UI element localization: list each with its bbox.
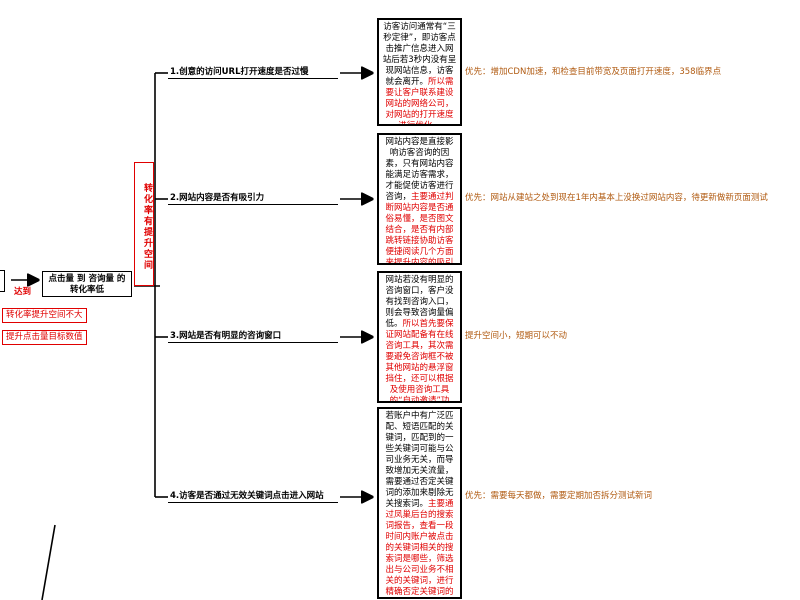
red-tag-2: 提升点击量目标数值 [2,330,87,345]
detail-black-2: 网站内容是直接影响访客咨询的因素，只有网站内容能满足访客需求，才能促使访客进行咨… [385,137,454,202]
branch-underline-2 [168,204,338,205]
detail-box-3: 网站若没有明显的咨询窗口，客户没有找到咨询入口，则会导致咨询量偏低。所以首先要保… [377,271,462,403]
detail-box-1: 访客访问通常有“三秒定律”，即访客点击推广信息进入网站后若3秒内没有呈现网站信息… [377,18,462,126]
note-4: 优先：需要每天都做，需要定期加否拆分测试新词 [465,491,653,501]
detail-red-3: 所以首先要保证网站配备有在线咨询工具，其次需要避免咨询框不被其他网站的悬浮窗挡住… [385,319,454,403]
branch-label-1: 1.创意的访问URL打开速度是否过慢 [170,67,309,77]
detail-red-1: 所以需要让客户联系建设网站的网络公司，对网站的打开速度进行优化。 [385,77,454,126]
detail-box-4: 若账户中有广泛匹配、短语匹配的关键词，匹配到的一些关键词可能与公司业务无关，而导… [377,407,462,599]
detail-red-2: 主要通过判断网站内容是否通俗易懂，是否图文结合，是否有内部跳转链接协助访客便捷阅… [385,192,454,265]
detail-black-1: 访客访问通常有“三秒定律”，即访客点击推广信息进入网站后若3秒内没有呈现网站信息… [382,22,457,87]
branch-label-3: 3.网站是否有明显的咨询窗口 [170,331,282,341]
left-edge-node [0,270,5,292]
detail-box-2: 网站内容是直接影响访客咨询的因素，只有网站内容能满足访客需求，才能促使访客进行咨… [377,133,462,265]
branch-label-4: 4.访客是否通过无效关键词点击进入网站 [170,491,324,501]
branch-underline-3 [168,342,338,343]
branch-underline-4 [168,502,338,503]
reach-label: 达到 [14,287,32,297]
note-1: 优先：增加CDN加速，和检查目前带宽及页面打开速度，358临界点 [465,67,722,77]
main-node: 点击量 到 咨询量 的转化率低 [42,271,132,297]
note-3: 提升空间小，短期可以不动 [465,331,568,341]
detail-red-4: 主要通过凤巢后台的搜索词报告，查看一段时间内账户被点击的关键词相关的搜索词是哪些… [385,499,454,597]
note-2: 优先：网站从建站之处到现在1年内基本上没换过网站内容，待更新做新页面测试 [465,193,768,203]
branch-underline-1 [168,78,338,79]
red-tag-1: 转化率提升空间不大 [2,308,87,323]
center-node: 转化率有提升空间 [134,162,154,286]
detail-black-4: 若账户中有广泛匹配、短语匹配的关键词，匹配到的一些关键词可能与公司业务无关，而导… [385,411,454,509]
branch-label-2: 2.网站内容是否有吸引力 [170,193,265,203]
detail-black-3: 网站若没有明显的咨询窗口，客户没有找到咨询入口，则会导致咨询量偏低。 [385,275,454,329]
